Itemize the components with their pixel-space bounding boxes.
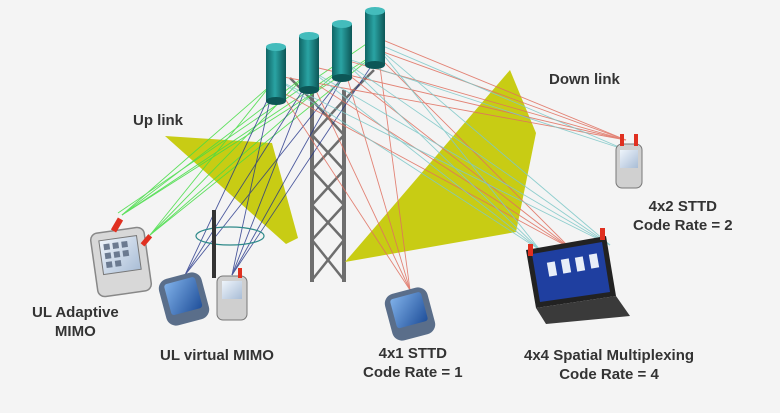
downlink-label: Down link — [549, 71, 620, 88]
antenna-icon — [332, 20, 352, 82]
ul-virtual-label: UL virtual MIMO — [160, 347, 274, 364]
antenna-icon — [299, 32, 319, 94]
sm-4x4-rate: Code Rate = 4 — [559, 366, 659, 383]
stbc-4x2-label: 4x2 STTD Code Rate = 2 — [633, 197, 733, 235]
antenna-icon — [365, 7, 385, 69]
ul-adaptive-title: UL Adaptive — [32, 304, 119, 321]
ul-adaptive-label: UL Adaptive MIMO — [32, 303, 119, 341]
stbc-4x1-label: 4x1 STTD Code Rate = 1 — [363, 344, 463, 382]
phone-icon — [615, 134, 643, 189]
uplink-beam — [165, 136, 298, 244]
pda-icon — [384, 287, 436, 341]
virtual-mimo-ring — [195, 226, 265, 246]
laptop-icon — [526, 228, 630, 324]
downlink-beam — [345, 70, 536, 262]
ul-adaptive-subtitle: MIMO — [54, 323, 96, 340]
pda-icon — [158, 210, 216, 326]
uplink-label: Up link — [133, 112, 184, 129]
stbc-4x2-title: 4x2 STTD — [648, 198, 717, 215]
pda-icon — [89, 217, 153, 298]
stbc-4x2-rate: Code Rate = 2 — [633, 217, 733, 234]
uplink-rays-blue — [184, 55, 379, 276]
antenna-icon — [266, 43, 286, 105]
sm-4x4-label: 4x4 Spatial Multiplexing Code Rate = 4 — [524, 346, 694, 384]
phone-icon — [216, 268, 248, 321]
stbc-4x1-rate: Code Rate = 1 — [363, 364, 463, 381]
stbc-4x1-title: 4x1 STTD — [378, 345, 447, 362]
sm-4x4-title: 4x4 Spatial Multiplexing — [524, 347, 695, 364]
downlink-rays-cyan — [277, 43, 627, 251]
